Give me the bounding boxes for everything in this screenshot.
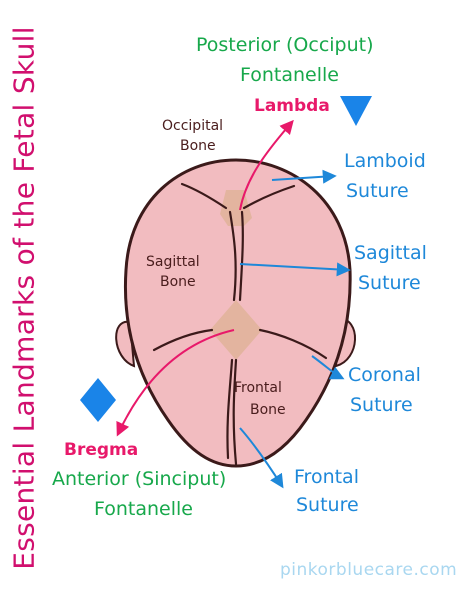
frontal-suture-line2: Suture [296, 494, 359, 516]
lambda-label: Lambda [254, 96, 330, 116]
sagittal-arrow [239, 262, 351, 277]
anterior-fontanelle-line1: Anterior (Sinciput) [52, 468, 227, 490]
sagittal-suture [228, 210, 237, 302]
sagittal-suture-line1: Sagittal [354, 242, 427, 264]
posterior-fontanelle-line1: Posterior (Occiput) [196, 34, 374, 56]
frontal-bone-line1: Frontal [234, 380, 282, 396]
watermark: pinkorbluecare.com [280, 560, 458, 580]
frontal-suture-line1: Frontal [294, 466, 359, 488]
frontal-suture [232, 358, 238, 466]
coronal-suture-left [152, 328, 214, 352]
coronal-suture-line2: Suture [350, 394, 413, 416]
triangle-down-marker-icon [340, 96, 372, 126]
diamond-marker-icon [80, 378, 116, 422]
anterior-fontanelle [210, 300, 262, 360]
sagittal-suture-right [238, 210, 244, 302]
coronal-arrow [311, 355, 345, 380]
lambda-arrow [239, 119, 294, 211]
coronal-suture-right [258, 328, 328, 360]
posterior-fontanelle [220, 190, 252, 226]
lamboid-suture-line2: Suture [346, 180, 409, 202]
sagittal-bone-line1: Sagittal [146, 254, 200, 270]
sagittal-suture-line2: Suture [358, 272, 421, 294]
occipital-bone-line1: Occipital [162, 118, 224, 134]
bregma-label: Bregma [64, 440, 139, 460]
sagittal-bone-line2: Bone [160, 274, 196, 290]
frontal-bone-line2: Bone [250, 402, 286, 418]
occipital-bone-line2: Bone [180, 138, 216, 154]
frontal-suture-b [226, 358, 234, 460]
bregma-arrow [116, 329, 235, 437]
lamboid-suture-left [180, 182, 228, 210]
posterior-fontanelle-line2: Fontanelle [240, 64, 339, 86]
frontal-arrow [239, 427, 284, 489]
lamboid-suture-right [242, 184, 296, 210]
lamboid-arrow [271, 169, 337, 184]
anterior-fontanelle-line2: Fontanelle [94, 498, 193, 520]
coronal-suture-line1: Coronal [348, 364, 421, 386]
lamboid-suture-line1: Lamboid [344, 150, 426, 172]
